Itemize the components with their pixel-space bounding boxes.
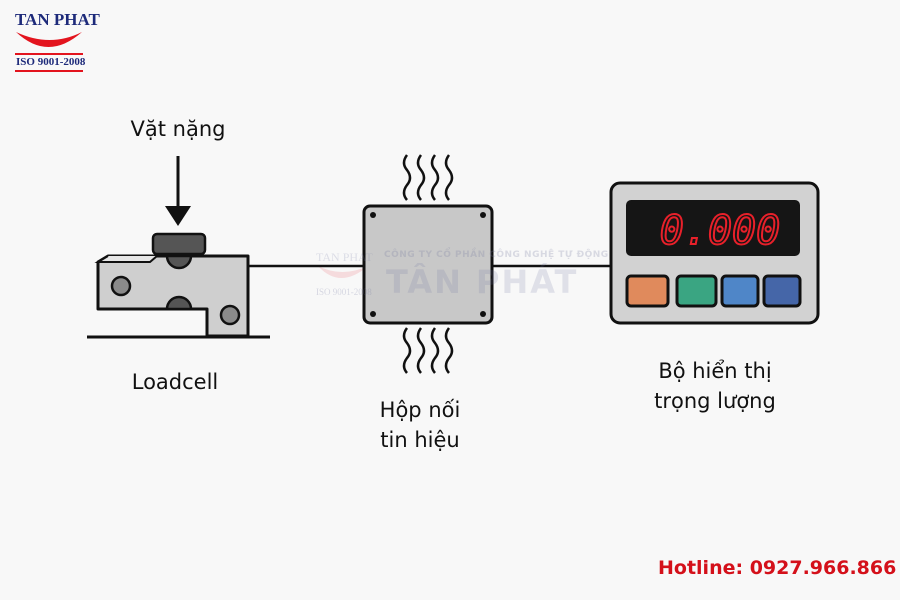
watermark-logo-iso: ISO 9001-2008 — [316, 287, 372, 297]
junction-box-icon — [362, 154, 494, 374]
watermark-company: CÔNG TY CỔ PHẦN CÔNG NGHỆ TỰ ĐỘNG — [384, 250, 609, 260]
display-button-light-blue — [720, 274, 760, 308]
display-button-orange — [625, 274, 670, 308]
display-button-green — [675, 274, 718, 308]
loadcell-label: Loadcell — [131, 370, 219, 394]
watermark-logo-name: TAN PHAT — [316, 250, 373, 264]
display-reading: 0.000 — [660, 208, 780, 254]
display-button-blue — [762, 274, 802, 308]
watermark-name: TÂN PHÁT — [386, 263, 579, 301]
watermark-swoosh — [318, 266, 368, 278]
weight-display-icon: 0.000 — [609, 181, 820, 325]
display-label-line2: trọng lượng — [654, 389, 776, 413]
logo-name: TAN PHAT — [15, 10, 100, 29]
logo-swoosh — [15, 32, 83, 72]
display-label-line1: Bộ hiển thị — [658, 359, 772, 383]
junction-box-label-line1: Hộp nối — [379, 398, 461, 422]
loadcell-icon — [87, 232, 270, 339]
arrow-down-icon — [165, 156, 191, 226]
logo-iso: ISO 9001-2008 — [16, 56, 86, 68]
weight-block — [151, 232, 207, 256]
weight-label: Vặt nặng — [130, 117, 226, 141]
junction-box-label-line2: tin hiệu — [380, 428, 460, 452]
hotline: Hotline: 0927.966.866 — [658, 557, 897, 579]
